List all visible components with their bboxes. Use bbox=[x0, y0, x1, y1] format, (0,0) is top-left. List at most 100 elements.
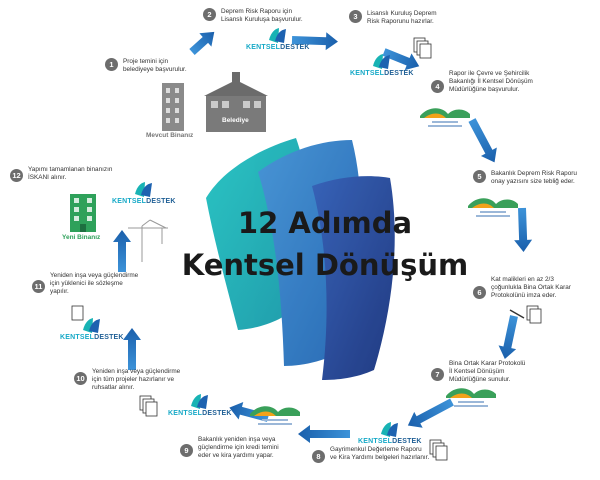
brand-part1: KENTSEL bbox=[112, 198, 147, 205]
kentsel-destek-wordmark: KENTSELDESTEK bbox=[168, 410, 232, 417]
brand-part2: DESTEK bbox=[392, 438, 422, 445]
brand-part1: KENTSEL bbox=[168, 410, 203, 417]
step-line: Müdürlüğüne başvurulur. bbox=[449, 86, 520, 93]
step-line: Proje temini için bbox=[123, 58, 169, 65]
kentsel-destek-logo: KENTSELDESTEK bbox=[350, 52, 414, 77]
step-number-badge: 9 bbox=[180, 444, 193, 457]
document-icon bbox=[139, 395, 158, 417]
document-icon bbox=[71, 305, 84, 321]
central-logo bbox=[206, 138, 395, 380]
step-number-badge: 2 bbox=[203, 8, 216, 21]
ministry-logo bbox=[250, 406, 300, 425]
new-building-label: Yeni Binanız bbox=[62, 234, 101, 241]
diagram-title: 12 Adımda Kentsel Dönüşüm bbox=[180, 202, 470, 286]
step-line: Bakanlığı İl Kentsel Dönüşüm bbox=[449, 78, 533, 85]
step-number-badge: 5 bbox=[473, 170, 486, 183]
kentsel-destek-wordmark: KENTSELDESTEK bbox=[358, 438, 422, 445]
step-line: Müdürlüğüne sunulur. bbox=[449, 376, 511, 383]
brand-part2: DESTEK bbox=[202, 410, 232, 417]
step-number-badge: 8 bbox=[312, 450, 325, 463]
step-line: için tüm projeler hazırlanır ve bbox=[92, 376, 175, 383]
brand-part1: KENTSEL bbox=[350, 70, 385, 77]
step-line: İl Kentsel Dönüşüm bbox=[449, 368, 505, 375]
step-line: Gayrimenkul Değerleme Raporu bbox=[330, 446, 422, 453]
kentsel-destek-logo: KENTSELDESTEK bbox=[246, 26, 310, 51]
arrow-3-to-4 bbox=[382, 48, 420, 71]
step-number-badge: 10 bbox=[74, 372, 87, 385]
step-line: belediyeye başvurulur. bbox=[123, 66, 187, 73]
flow-arrows bbox=[113, 31, 533, 443]
step-line: Bakanlık yeniden inşa veya bbox=[198, 436, 276, 443]
step-line: Protokolünü imza eder. bbox=[491, 292, 557, 299]
document-icon bbox=[413, 37, 432, 59]
document-icon bbox=[429, 439, 448, 461]
existing-building-label: Mevcut Binanız bbox=[146, 132, 194, 139]
step-number-badge: 6 bbox=[473, 286, 486, 299]
step-line: eder ve kira yardımı yapar. bbox=[198, 452, 274, 459]
brand-part2: DESTEK bbox=[384, 70, 414, 77]
step-line: Risk Raporunu hazırlar. bbox=[367, 18, 434, 25]
kentsel-destek-logo: KENTSELDESTEK bbox=[112, 180, 176, 205]
step-number-badge: 3 bbox=[349, 10, 362, 23]
step-line: Bina Ortak Karar Protokolü bbox=[449, 360, 526, 367]
step-line: ve Kira Yardımı belgeleri hazırlanır. bbox=[330, 454, 430, 461]
step-line: Yeniden inşa veya güçlendirme bbox=[50, 272, 139, 279]
kentsel-destek-logo-mark bbox=[372, 54, 390, 69]
step-line: Lisanslı Kuruluş Deprem bbox=[367, 10, 437, 17]
step-line: Bakanlık Deprem Risk Raporu bbox=[491, 170, 577, 177]
step-number-badge: 11 bbox=[32, 280, 45, 293]
kentsel-destek-logo-mark bbox=[380, 422, 398, 437]
kentsel-destek-logo-mark bbox=[268, 28, 286, 43]
ministry-logo bbox=[468, 198, 518, 217]
step-line: Lisanslı Kuruluşa başvurulur. bbox=[221, 16, 303, 23]
step-line: Rapor ile Çevre ve Şehircilik bbox=[449, 70, 530, 77]
kentsel-destek-logo: KENTSELDESTEK bbox=[168, 392, 232, 417]
kentsel-destek-logo-mark bbox=[82, 318, 100, 333]
arrow-10-to-11 bbox=[123, 328, 141, 370]
municipality-building-icon bbox=[204, 72, 268, 132]
ministry-logo bbox=[446, 388, 496, 407]
kentsel-destek-logo-mark bbox=[134, 182, 152, 197]
brand-part1: KENTSEL bbox=[60, 334, 95, 341]
arrow-2-to-3 bbox=[291, 32, 338, 51]
step-line: Kat malikleri en az 2/3 bbox=[491, 276, 554, 283]
kentsel-destek-wordmark: KENTSELDESTEK bbox=[350, 70, 414, 77]
brand-part2: DESTEK bbox=[146, 198, 176, 205]
brand-part1: KENTSEL bbox=[246, 44, 281, 51]
step-line: çoğunlukla Bina Ortak Karar bbox=[491, 284, 571, 291]
arrow-9-to-10 bbox=[229, 402, 270, 422]
kentsel-destek-logo: KENTSELDESTEK bbox=[358, 420, 422, 445]
arrow-1-to-2 bbox=[189, 31, 215, 55]
arrow-4-to-5 bbox=[468, 118, 497, 163]
step-line: onay yazısını size tebliğ eder. bbox=[491, 178, 575, 185]
brand-part1: KENTSEL bbox=[358, 438, 393, 445]
arrow-6-to-7 bbox=[498, 315, 518, 360]
ministry-logo bbox=[420, 108, 470, 127]
municipality-building-label: Belediye bbox=[222, 117, 249, 124]
step-number-badge: 7 bbox=[431, 368, 444, 381]
step-number-badge: 1 bbox=[105, 58, 118, 71]
document-icon bbox=[509, 305, 542, 324]
step-line: güçlendirme için kredi temini bbox=[198, 444, 279, 451]
step-line: Yeniden inşa veya güçlendirme bbox=[92, 368, 181, 375]
